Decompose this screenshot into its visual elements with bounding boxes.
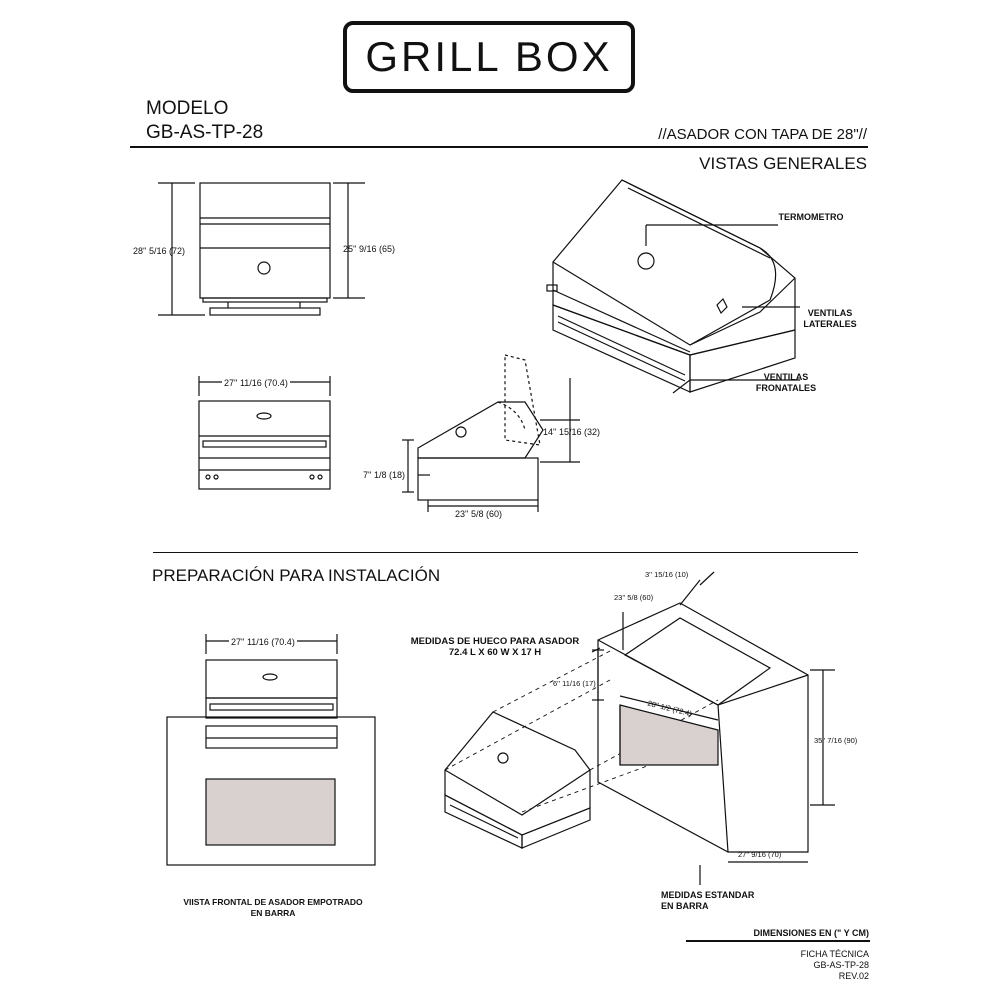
bar-caption-line1: MEDIDAS ESTANDAR (661, 890, 755, 900)
base-height-dim: 7'' 1/8 (18) (363, 470, 405, 480)
thermometer-label: TERMOMETRO (778, 212, 844, 222)
front-height-body: 25'' 9/16 (65) (343, 244, 395, 254)
bar-depth-dim: 23'' 5/8 (60) (614, 593, 654, 602)
depth-dim: 23'' 5/8 (60) (455, 509, 502, 519)
logo-frame (343, 21, 635, 93)
cutout-title-line1: MEDIDAS DE HUECO PARA ASADOR (410, 636, 580, 647)
install-width-dim: 27'' 11/16 (70.4) (229, 637, 297, 647)
lid-height-dim: 14'' 15/16 (32) (543, 427, 600, 437)
section-title-general: VISTAS GENERALES (699, 154, 867, 173)
footer-sheet: FICHA TÉCNICA (800, 949, 869, 959)
cutout-title: MEDIDAS DE HUECO PARA ASADOR 72.4 L X 60… (400, 636, 590, 658)
install-grill-iso-drawing (444, 711, 591, 849)
footer-rule (686, 940, 870, 942)
bar-caption: MEDIDAS ESTANDAR EN BARRA (661, 890, 754, 912)
footer-rev: REV.02 (838, 971, 869, 981)
side-vents-label: VENTILAS LATERALES (795, 308, 865, 330)
product-subtitle: //ASADOR CON TAPA DE 28"// (658, 126, 867, 143)
side-vents-line2: LATERALES (803, 319, 857, 329)
section-title-installation: PREPARACIÓN PARA INSTALACIÓN (152, 566, 441, 585)
model-code: GB-AS-TP-28 (146, 122, 264, 143)
top-width-dim: 27'' 11/16 (70.4) (222, 378, 290, 388)
front-caption: VIISTA FRONTAL DE ASADOR EMPOTRADO EN BA… (178, 897, 368, 919)
modelo-label: MODELO (146, 98, 229, 119)
footer-block: FICHA TÉCNICA GB-AS-TP-28 REV.02 (801, 949, 869, 982)
units-note: DIMENSIONES EN (" Y CM) (753, 928, 869, 938)
top-view-drawing (198, 376, 331, 490)
section-rule (153, 552, 858, 553)
cut-height-dim: 6'' 11/16 (17) (553, 679, 596, 688)
front-vents-line1: VENTILAS (763, 372, 809, 382)
bar-counter-drawing (591, 602, 809, 853)
front-vents-label: VENTILAS FRONATALES (748, 372, 824, 394)
cutout-title-line2: 72.4 L X 60 W X 17 H (448, 647, 542, 658)
install-front-drawing (166, 634, 376, 866)
bar-height-dim: 35'' 7/16 (90) (814, 736, 858, 745)
isometric-view-drawing (546, 179, 796, 393)
header-rule (130, 146, 868, 148)
bar-width-dim: 27'' 9/16 (70) (738, 850, 782, 859)
front-view-drawing (158, 182, 365, 316)
footer-code: GB-AS-TP-28 (813, 960, 869, 970)
brand-logo: GRILL BOX (365, 33, 613, 80)
side-view-drawing (402, 354, 580, 512)
front-caption-line1: VIISTA FRONTAL DE ASADOR EMPOTRADO (183, 897, 363, 907)
bar-caption-line2: EN BARRA (661, 901, 709, 911)
front-vents-line2: FRONATALES (755, 383, 817, 393)
side-vents-line1: VENTILAS (807, 308, 853, 318)
front-caption-line2: EN BARRA (250, 908, 296, 918)
front-height-overall: 28'' 5/16 (72) (133, 246, 185, 256)
wall-dim: 3'' 15/16 (10) (645, 570, 689, 579)
